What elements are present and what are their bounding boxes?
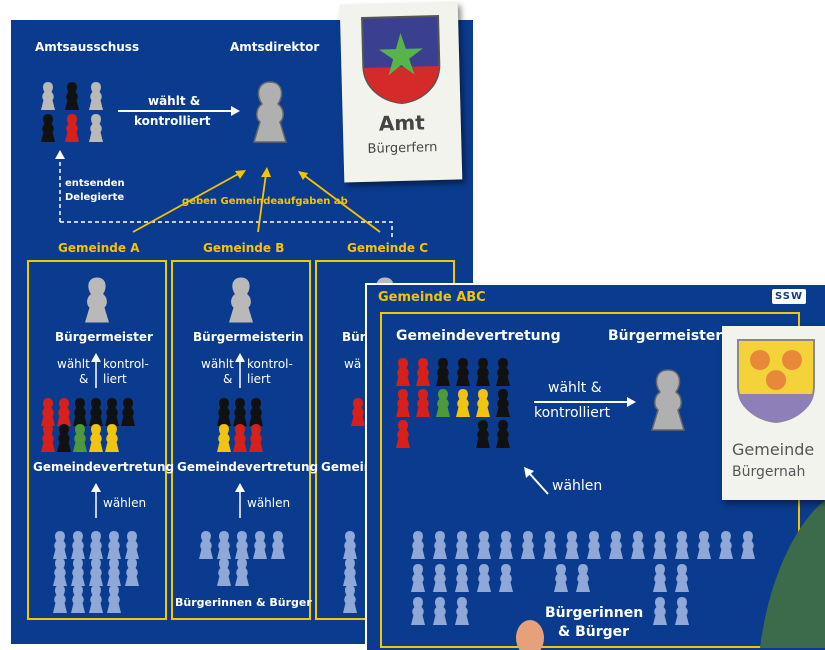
gemeinde-b-box xyxy=(171,260,311,620)
buerger-abc-2: & Bürger xyxy=(558,624,630,640)
arrowhead xyxy=(235,483,245,492)
delegierte-label: Delegierte xyxy=(65,192,125,203)
arrowhead xyxy=(235,353,245,362)
buergermeister-a-label: Bürgermeister xyxy=(55,330,153,344)
gemeindevertretung-b-label: Gemeindevertretung xyxy=(177,460,319,474)
waehlt-label-1: wählt & xyxy=(148,94,201,108)
buergermeister-abc-label: Bürgermeister xyxy=(608,328,723,344)
waehlt-a: wählt xyxy=(57,357,90,371)
gemeinde-a-label: Gemeinde A xyxy=(58,241,140,255)
amt-card: Amt Bürgerfern xyxy=(339,1,463,183)
liert-b: liert xyxy=(247,372,271,386)
buergermeisterin-label: Bürgermeisterin xyxy=(193,330,304,344)
arrow-waehlen-abc xyxy=(529,473,549,495)
arrowhead xyxy=(261,167,271,177)
gemeinde-card: Gemeinde Bürgernah xyxy=(722,326,825,500)
amt-coat-of-arms-icon xyxy=(361,14,441,104)
gemeinde-coat-of-arms-icon xyxy=(737,339,815,424)
arrowhead xyxy=(231,106,240,116)
gemeinde-a-box xyxy=(27,260,167,620)
amp-a: & xyxy=(79,372,89,386)
arrowhead xyxy=(235,170,246,179)
arrowhead xyxy=(298,171,308,180)
arrow-gemeinde-a xyxy=(132,172,241,233)
waehlt-b: wählt xyxy=(201,357,234,371)
amtsausschuss-label: Amtsausschuss xyxy=(35,40,140,54)
gemeinde-card-name: Bürgernah xyxy=(732,464,806,480)
gemeinde-c-label: Gemeinde C xyxy=(347,241,428,255)
geben-label: geben Gemeindeaufgaben ab xyxy=(182,196,348,207)
gemeinde-card-title: Gemeinde xyxy=(732,440,815,459)
gemeinde-b-label: Gemeinde B xyxy=(203,241,285,255)
gemeinde-abc-header: Gemeinde ABC xyxy=(378,290,486,305)
delegation-dashed-line xyxy=(60,221,393,238)
kontrol-b: kontrol- xyxy=(247,357,293,371)
waehlen-abc: wählen xyxy=(552,478,603,494)
buerger-b-label: Bürgerinnen & Bürger xyxy=(175,596,312,609)
kontrol-a: kontrol- xyxy=(103,357,149,371)
waehlt-label-2: kontrolliert xyxy=(134,114,211,128)
waehlt-abc-1: wählt & xyxy=(548,380,602,396)
buerger-abc-1: Bürgerinnen xyxy=(545,605,644,621)
arrowhead xyxy=(91,483,101,492)
arrowhead xyxy=(91,353,101,362)
waehlen-b: wählen xyxy=(247,496,291,510)
arrow-gemeinde-c xyxy=(304,175,381,233)
amp-b: & xyxy=(223,372,233,386)
waehlt-c: wä xyxy=(344,357,362,371)
amtsdirektor-label: Amtsdirektor xyxy=(230,40,320,54)
arrowhead xyxy=(627,397,636,407)
arrowhead xyxy=(524,467,534,478)
arrowhead xyxy=(55,150,65,159)
waehlen-a: wählen xyxy=(103,496,147,510)
ssw-badge-text: SSW xyxy=(775,291,803,302)
ssw-badge: SSW xyxy=(772,289,806,304)
arrow-gemeinde-b xyxy=(257,173,267,233)
gemeindevertretung-a-label: Gemeindevertretung xyxy=(33,460,175,474)
entsenden-label: entsenden xyxy=(65,178,125,189)
waehlt-abc-2: kontrolliert xyxy=(534,405,611,421)
gemeindevertretung-abc-label: Gemeindevertretung xyxy=(396,328,561,344)
liert-a: liert xyxy=(103,372,127,386)
gemeindevertretung-c-label: Gemein xyxy=(321,460,373,474)
